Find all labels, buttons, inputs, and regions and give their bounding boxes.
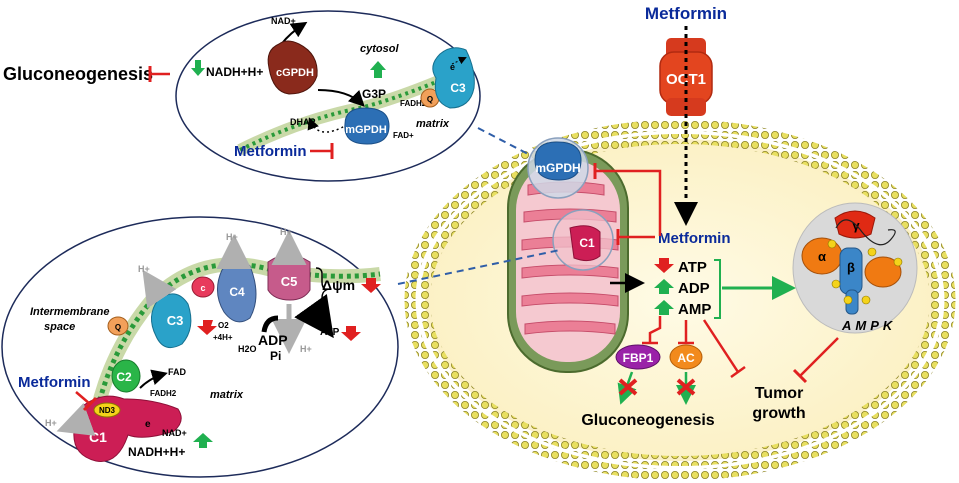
c1-zoom-bubble: C1 [552, 209, 614, 271]
fadh-label: FADH2 [400, 99, 427, 108]
g3p-label: G3P [362, 87, 386, 101]
etc-c3-label: C3 [167, 313, 184, 328]
cell-membrane-outer [404, 119, 956, 481]
shuttle-mgpdh-label: mGPDH [345, 124, 387, 136]
electron-transport-chain-panel: Intermembrane space matrix ND3 C1 e NAD+… [1, 216, 399, 478]
atp-label: ATP [678, 259, 707, 276]
shuttle-matrix-label: matrix [416, 118, 450, 130]
left-gluconeogenesis-label: Gluconeogenesis [3, 64, 153, 84]
space-label: space [44, 321, 75, 333]
delta-psi-label: Δψm [322, 277, 355, 293]
intermembrane-label: Intermembrane [30, 306, 109, 318]
adp-etc-label: ADP [258, 332, 288, 348]
zoom-line-mgpdh [477, 127, 531, 156]
c4-h-label: H+ [226, 232, 238, 242]
o2-label: O2 [218, 321, 229, 330]
metformin-inhibits-mgpdh [595, 169, 662, 236]
etc-c4-label: C4 [229, 285, 245, 299]
c3-h-label: H+ [138, 264, 150, 274]
cytosol-panel-nad: NAD+ [271, 16, 296, 26]
c1-h-label: H+ [45, 418, 57, 428]
mgpdh-zoom-bubble: mGPDH [527, 137, 589, 199]
nd3-label: ND3 [99, 406, 116, 415]
etc-nadh-label: NADH+H+ [128, 445, 185, 459]
four-h-label: +4H+ [213, 333, 233, 342]
zoom-line-c1 [397, 249, 561, 285]
metformin-top-label: Metformin [645, 4, 727, 23]
shuttle-c3-label: C3 [450, 81, 466, 95]
etc-c1-label: C1 [89, 429, 107, 445]
fadh-small-label: FADH2 [150, 389, 177, 398]
oct1-label: OCT1 [666, 71, 706, 88]
c5-h-bottom-label: H+ [300, 344, 312, 354]
etc-atp-label: ATP [320, 327, 340, 338]
glycerophosphate-shuttle-panel: NAD+ cytosol cGPDH NADH+H+ Gluconeogenes… [3, 10, 481, 182]
tumor-label: Tumor [755, 385, 804, 402]
ampk-complex: γ α β AMPK [792, 202, 918, 334]
etc-nad-label: NAD+ [162, 428, 187, 438]
fad-small-label: FAD [168, 367, 187, 377]
blocked-cross [618, 378, 696, 396]
ampk-alpha-label: α [818, 249, 826, 264]
etc-c5-label: C5 [281, 274, 298, 289]
cytosol-label: cytosol [360, 43, 399, 55]
cgpdh-label: cGPDH [276, 67, 314, 79]
cytosol-panel-nadh: NADH+H+ [206, 65, 263, 79]
amp-label: AMP [678, 301, 711, 318]
shuttle-metformin-label: Metformin [234, 143, 307, 160]
ampk-label: AMPK [841, 318, 896, 333]
etc-matrix-label: matrix [210, 389, 244, 401]
c5-h-top-label: H+ [280, 227, 292, 237]
etc-q-label: Q [115, 323, 121, 332]
c1-e-label: e [145, 419, 151, 430]
shuttle-q-label: Q [427, 95, 433, 104]
nucleotide-levels: ATP ADP AMP [654, 258, 721, 319]
etc-c2-label: C2 [116, 370, 132, 384]
ac-label: AC [677, 351, 695, 365]
cell-gluconeogenesis-label: Gluconeogenesis [581, 412, 714, 429]
cell-c1-label: C1 [579, 236, 595, 250]
shuttle-e-label: e [450, 62, 455, 72]
growth-label: growth [752, 405, 805, 422]
ampk-inhibits-tumor [799, 337, 839, 377]
fad-label: FAD+ [393, 131, 414, 140]
cell-mgpdh-label: mGPDH [535, 161, 580, 175]
pi-label: Pi [270, 349, 281, 363]
cyt-c-label: c [200, 283, 205, 293]
ac-node: AC [669, 344, 703, 370]
ampk-beta-label: β [847, 260, 855, 275]
nucleotide-inhibition-lines [642, 316, 746, 379]
fbp1-node: FBP1 [615, 344, 661, 370]
dhap-label: DHAP [290, 117, 316, 127]
cell-metformin-label: Metformin [658, 230, 731, 247]
adp-label: ADP [678, 280, 710, 297]
h2o-label: H2O [238, 344, 257, 354]
fbp1-label: FBP1 [623, 351, 654, 365]
etc-metformin-label: Metformin [18, 374, 91, 391]
